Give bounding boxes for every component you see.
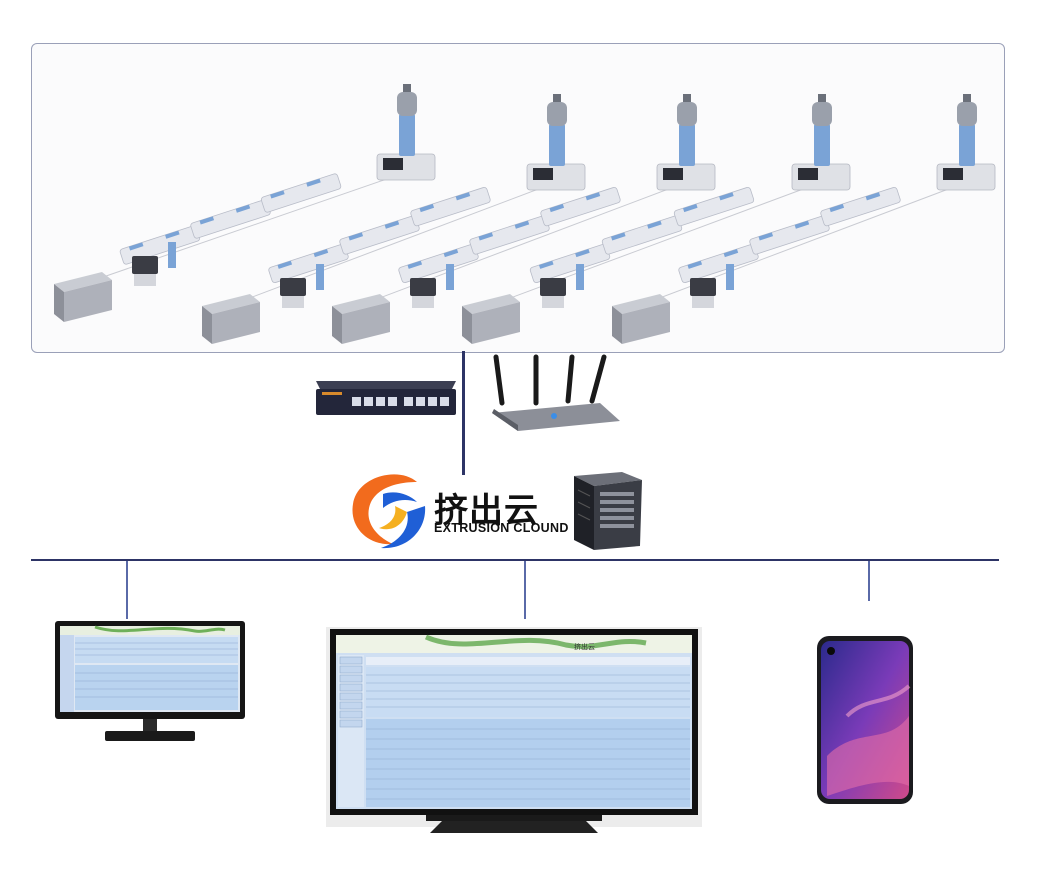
wireless-router-icon [492, 354, 620, 431]
factory-uplink-line [462, 351, 465, 475]
desktop-monitor-icon [55, 621, 245, 741]
production-lines-panel [31, 43, 1005, 353]
extrusion-cloud-logo-icon [352, 474, 426, 549]
extrusion-line-4 [461, 94, 851, 344]
extrusion-line-3 [331, 94, 716, 344]
extrusion-line-2 [201, 94, 586, 344]
extrusion-lines-illustration [53, 84, 996, 344]
tv-drop-line [524, 561, 526, 619]
desktop-drop-line [126, 561, 128, 619]
phone-drop-line [868, 561, 870, 601]
brand-name-en: EXTRUSION CLOUND [434, 521, 569, 535]
extrusion-line-1 [53, 84, 436, 322]
lan-bus-line [31, 559, 999, 561]
smartphone-icon [817, 636, 913, 804]
extrusion-line-5 [611, 94, 996, 344]
large-screen-tv-icon: 挤出云 [326, 627, 702, 833]
tower-server-icon [574, 472, 642, 550]
brand-name-cn: 挤出云 [434, 491, 539, 531]
network-switch-icon [316, 381, 456, 415]
svg-text:挤出云: 挤出云 [574, 642, 595, 651]
